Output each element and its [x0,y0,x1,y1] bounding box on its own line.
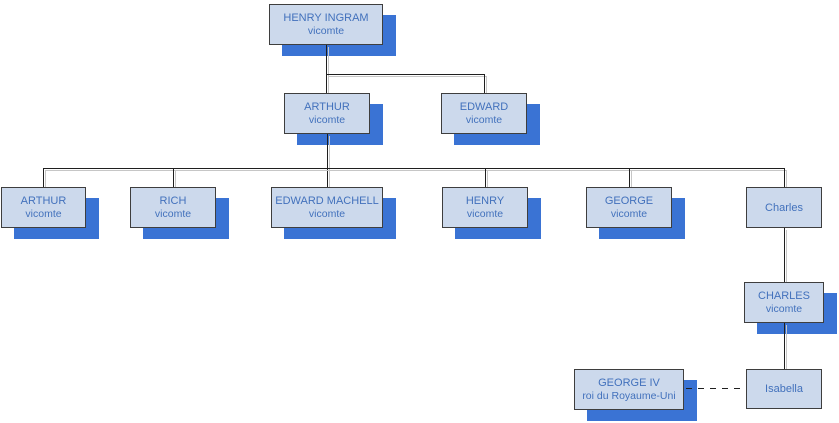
connector-line-3 [327,134,328,187]
connector-line-11 [784,323,785,369]
node-name: RICH [159,195,187,207]
node-subtitle: vicomte [465,114,503,126]
connector-line-10 [784,228,785,282]
connector-line-8 [629,168,630,187]
node-name: GEORGE [604,195,654,207]
connector-line-9 [784,168,785,187]
connector-line-6 [173,168,174,187]
node-subtitle: roi du Royaume-Uni [582,390,676,402]
connector-line-5 [43,168,44,187]
node-name: EDWARD MACHELL [275,195,379,207]
connector-line-4 [43,168,785,169]
connector-line-7 [485,168,486,187]
node-name: CHARLES [758,290,810,302]
node-subtitle: vicomte [307,25,345,37]
node-name: GEORGE IV [598,377,660,389]
node-subtitle: vicomte [154,208,192,220]
node-subtitle: vicomte [466,208,504,220]
connector-line-2 [484,74,485,93]
node-subtitle: vicomte [308,208,346,220]
node-name: HENRY INGRAM [283,12,369,24]
connector-line-0 [326,45,327,93]
node-subtitle: vicomte [765,303,803,315]
node-charles[interactable]: Charles [746,187,822,228]
node-name: EDWARD [459,101,509,113]
node-subtitle: vicomte [308,114,346,126]
node-name: ARTHUR [20,195,67,207]
node-name: ARTHUR [304,101,350,113]
node-name: HENRY [465,195,505,207]
node-isabella[interactable]: Isabella [746,369,822,409]
connector-line-1 [326,74,485,75]
node-subtitle: vicomte [25,208,62,220]
node-name: Isabella [765,383,803,395]
node-name: Charles [765,201,803,214]
connector-line-12 [686,388,746,389]
node-subtitle: vicomte [610,208,648,220]
